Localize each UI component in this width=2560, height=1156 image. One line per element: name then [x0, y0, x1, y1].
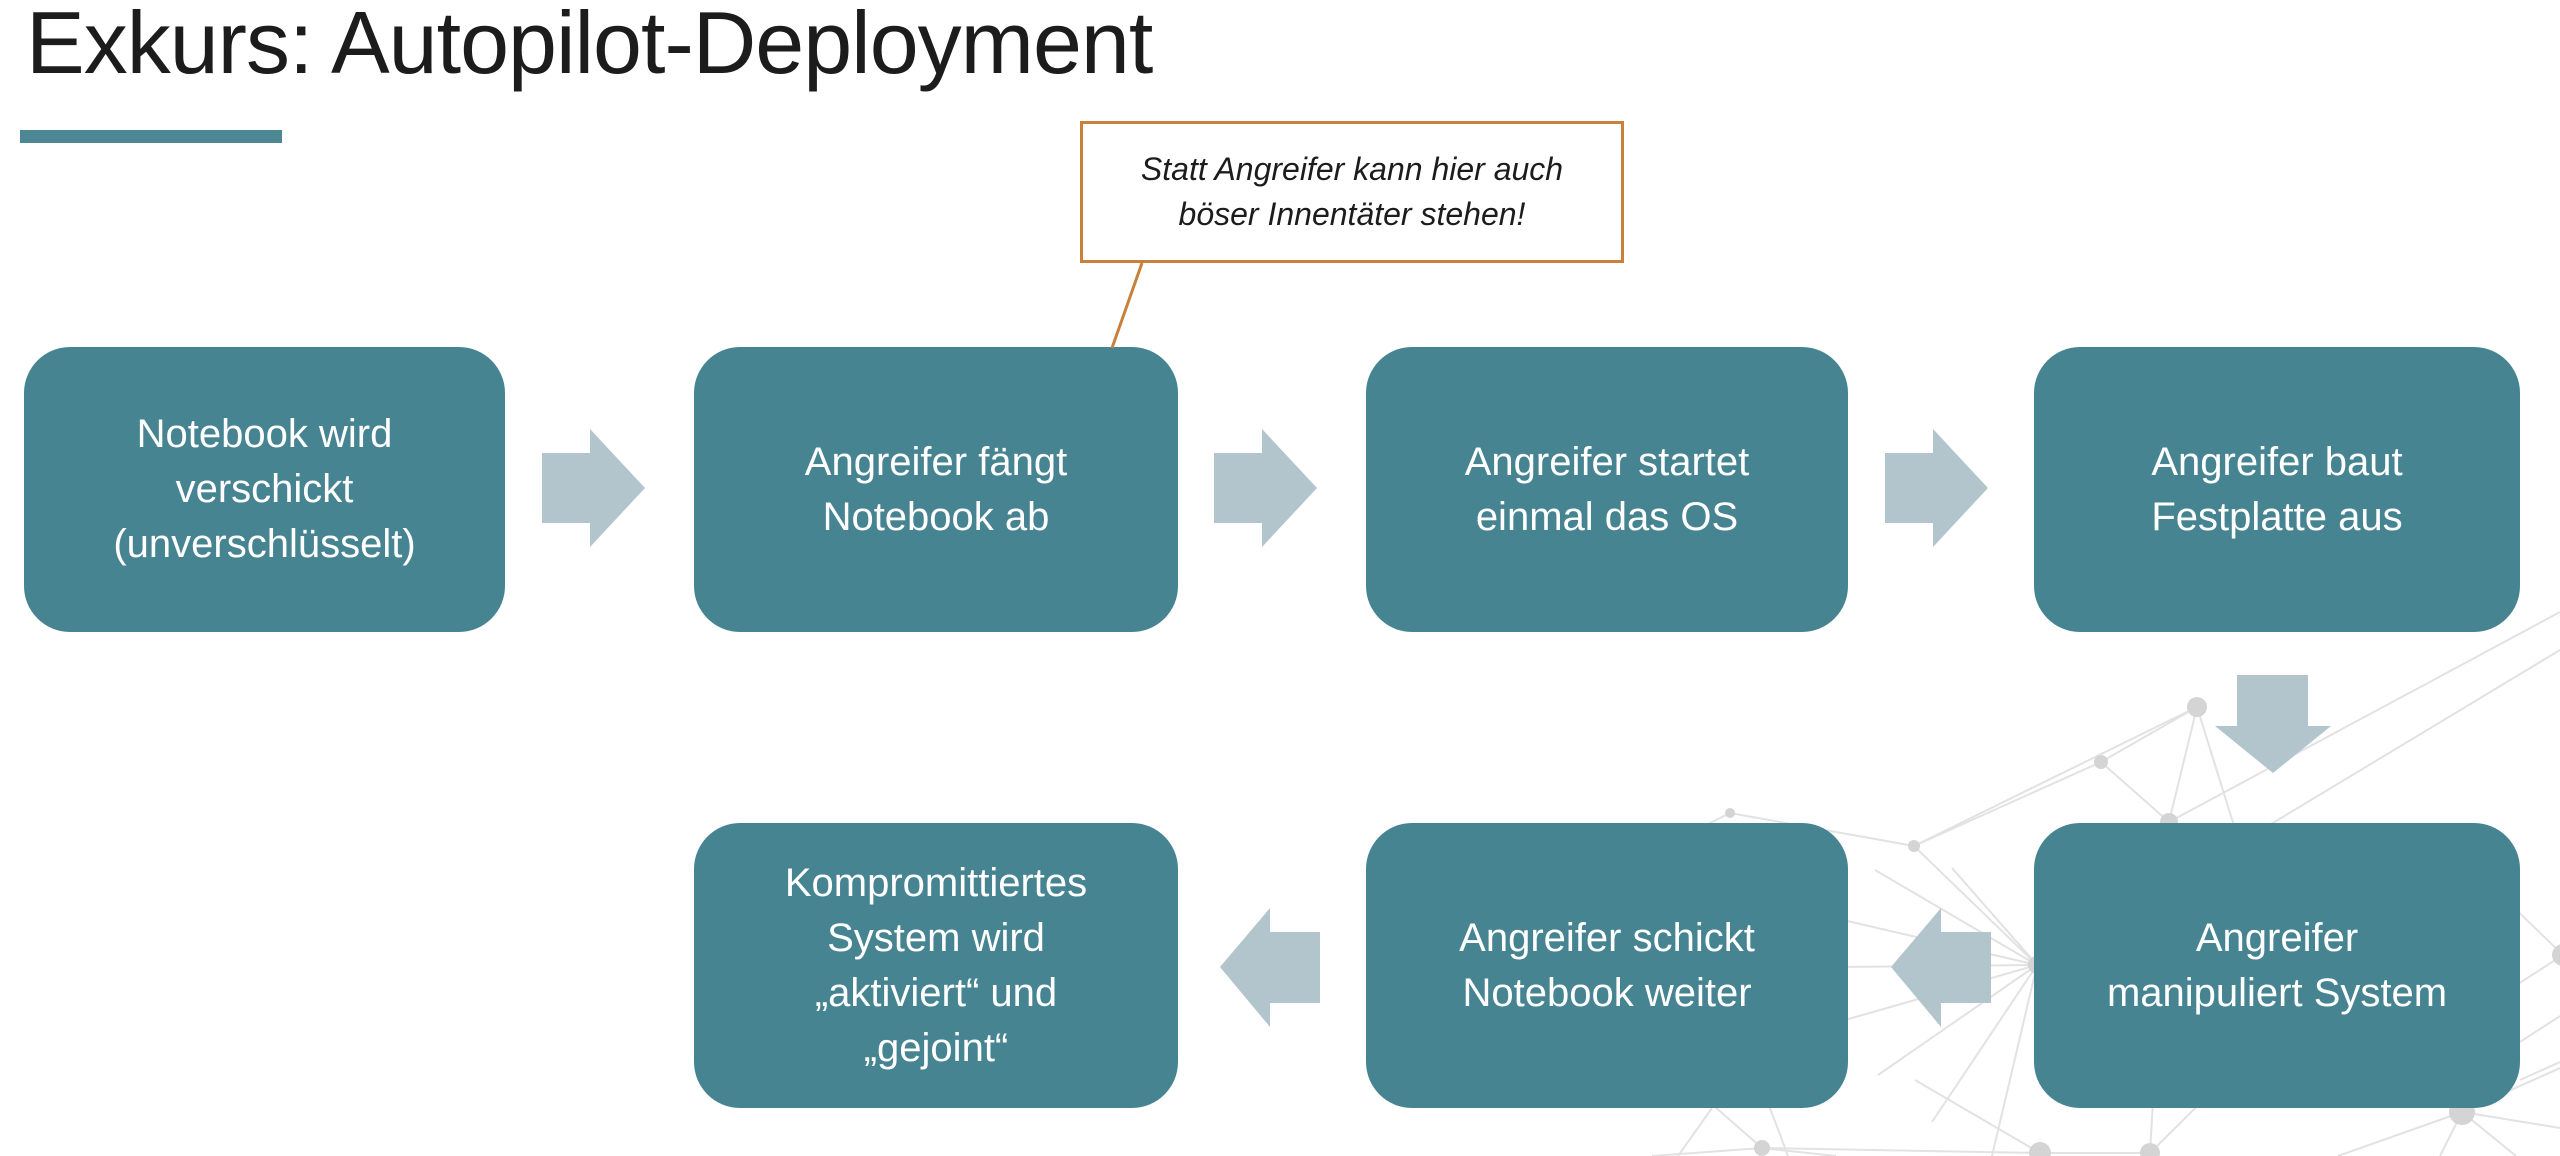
callout-note: Statt Angreifer kann hier auch böser Inn…: [1080, 121, 1624, 263]
flow-step-1-label: Notebook wird verschickt (unverschlüssel…: [113, 412, 416, 566]
callout-tail-line: [1110, 262, 1144, 349]
slide-title: Exkurs: Autopilot-Deployment: [26, 0, 1153, 92]
arrow-left-icon: [1220, 908, 1320, 1027]
arrow-right-icon: [1885, 429, 1988, 547]
flow-step-4: Angreifer baut Festplatte aus: [2034, 347, 2520, 632]
title-underline: [20, 130, 282, 143]
flow-step-6-label: Angreifer schickt Notebook weiter: [1459, 915, 1755, 1015]
flow-step-6: Angreifer schickt Notebook weiter: [1366, 823, 1848, 1108]
flow-step-2: Angreifer fängt Notebook ab: [694, 347, 1178, 632]
arrow-right-icon: [542, 429, 645, 547]
callout-text: Statt Angreifer kann hier auch böser Inn…: [1140, 151, 1564, 232]
flow-step-7-label: Kompromittiertes System wird „aktiviert“…: [784, 860, 1088, 1070]
flow-step-5-label: Angreifer manipuliert System: [2106, 915, 2448, 1015]
arrow-left-icon: [1891, 908, 1991, 1027]
arrow-right-icon: [1214, 429, 1317, 547]
flow-step-1: Notebook wird verschickt (unverschlüssel…: [24, 347, 505, 632]
flow-step-4-label: Angreifer baut Festplatte aus: [2151, 439, 2403, 539]
flow-step-3-label: Angreifer startet einmal das OS: [1464, 439, 1750, 539]
flow-step-7: Kompromittiertes System wird „aktiviert“…: [694, 823, 1178, 1108]
flow-step-3: Angreifer startet einmal das OS: [1366, 347, 1848, 632]
flow-step-5: Angreifer manipuliert System: [2034, 823, 2520, 1108]
arrow-down-icon: [2215, 675, 2331, 773]
flow-step-2-label: Angreifer fängt Notebook ab: [804, 439, 1068, 539]
